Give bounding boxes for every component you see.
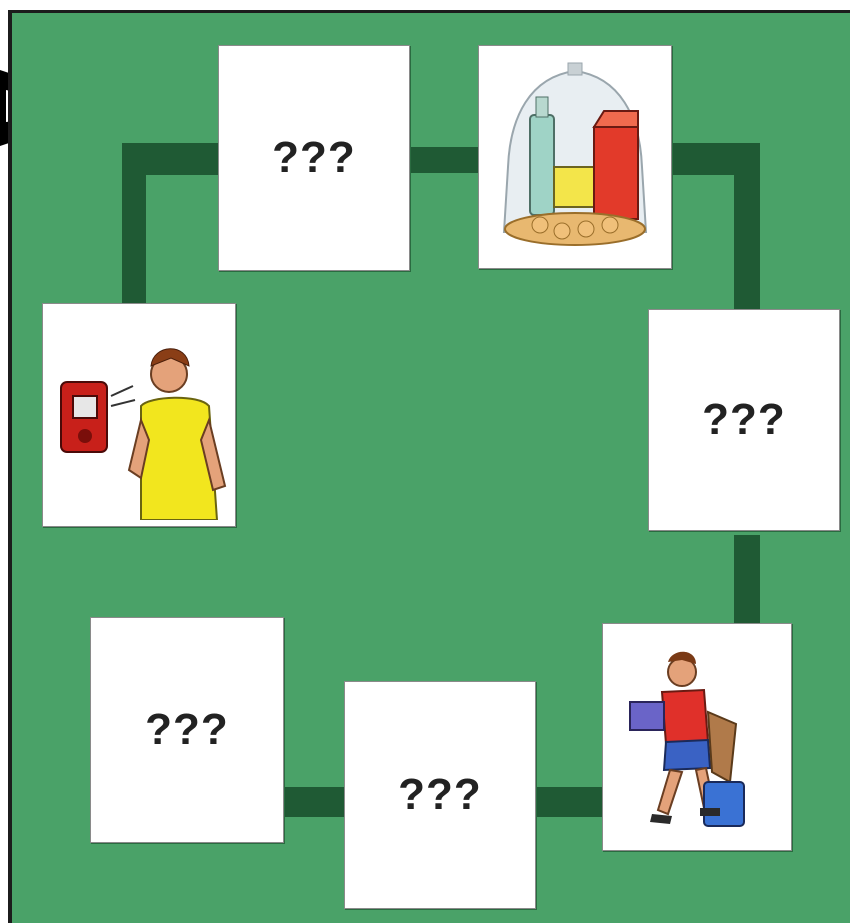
- card-label: ???: [398, 770, 482, 820]
- track-right-vertical-upper: [734, 143, 760, 313]
- card-label: ???: [702, 395, 786, 445]
- cycle-card-left[interactable]: [42, 303, 236, 527]
- groceries-bag-icon: [490, 57, 660, 257]
- cycle-board: ??? ???: [8, 10, 850, 923]
- card-label: ???: [145, 705, 229, 755]
- cycle-card-bottom-left[interactable]: ???: [90, 617, 284, 843]
- track-right-vertical-lower: [734, 535, 760, 635]
- track-bottom-left-horizontal: [282, 787, 352, 817]
- cycle-card-top-middle[interactable]: ???: [218, 45, 410, 271]
- card-label: ???: [272, 133, 356, 183]
- person-carrying-bags-icon: [612, 632, 782, 842]
- cycle-card-bottom-right[interactable]: [602, 623, 792, 851]
- track-left-vertical: [122, 143, 146, 305]
- cycle-card-top-right[interactable]: [478, 45, 672, 269]
- cycle-card-right[interactable]: ???: [648, 309, 840, 531]
- person-with-radio-icon: [49, 310, 229, 520]
- cycle-card-bottom-middle[interactable]: ???: [344, 681, 536, 909]
- track-top-middle-horizontal: [410, 147, 482, 173]
